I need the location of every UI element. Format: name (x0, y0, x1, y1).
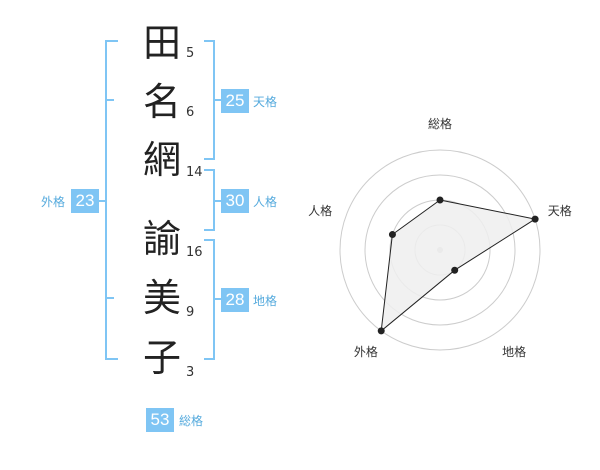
radar-axis-label-tenkaku: 天格 (547, 204, 572, 219)
radar-data-polygon (380, 199, 537, 333)
radar-axis-label-gaikaku: 外格 (353, 344, 378, 359)
radar-grid-ring (339, 149, 541, 351)
stroke-count-6: 3 (186, 365, 195, 380)
name-char-1: 田 (142, 21, 181, 65)
stroke-count-2: 6 (186, 105, 195, 120)
stroke-count-1: 5 (186, 46, 195, 61)
name-char-3: 網 (142, 138, 181, 182)
radar-point-5 (388, 231, 396, 239)
jinkaku-label: 人格 (253, 195, 278, 209)
name-char-4: 諭 (142, 217, 181, 261)
stroke-count-4: 16 (186, 245, 203, 260)
soukaku-badge: 53 (146, 408, 174, 432)
radar-grid-ring (364, 174, 516, 326)
soukaku-label: 総格 (179, 414, 204, 428)
radar-point-4 (377, 327, 385, 335)
radar-axis-label-soukaku: 総格 (427, 117, 453, 131)
radar-axis-label-chikaku: 地格 (502, 344, 527, 359)
tenkaku-badge: 25 (221, 89, 249, 113)
radar-point-1 (436, 196, 444, 204)
radar-point-3 (451, 266, 459, 274)
gaikaku-badge: 23 (71, 189, 99, 213)
name-char-5: 美 (142, 276, 181, 320)
stroke-count-5: 9 (186, 305, 195, 320)
gaikaku-label: 外格 (41, 195, 66, 209)
chikaku-badge: 28 (221, 288, 249, 312)
chikaku-label: 地格 (253, 294, 278, 308)
tenkaku-label: 天格 (253, 95, 278, 109)
radar-point-2 (531, 215, 539, 223)
stroke-count-3: 14 (186, 165, 203, 180)
jinkaku-badge: 30 (221, 189, 249, 213)
name-char-6: 子 (142, 336, 181, 380)
radar-axis-label-jinkaku: 人格 (308, 204, 333, 219)
name-char-2: 名 (142, 80, 181, 124)
